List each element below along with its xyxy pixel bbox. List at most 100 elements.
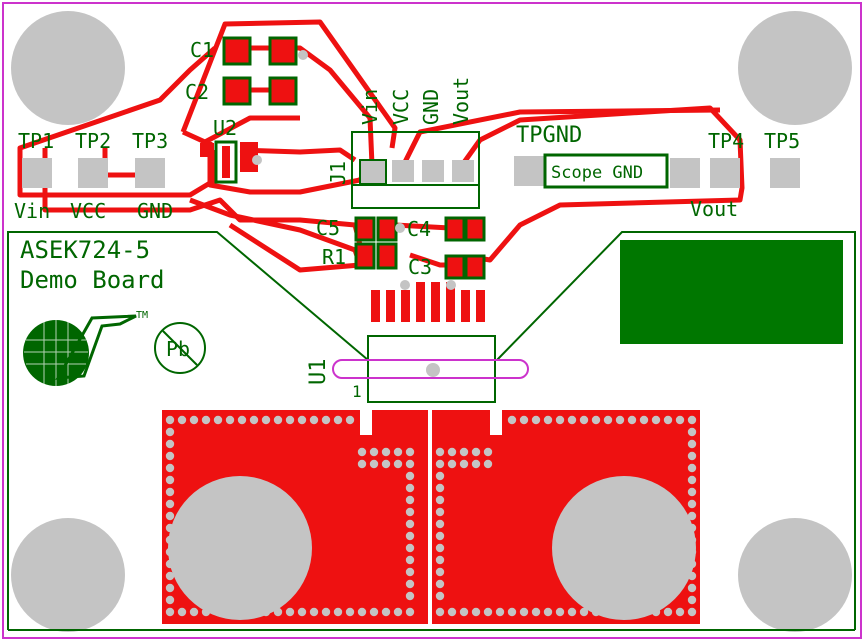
plane-via [405,543,415,553]
plane-via [405,471,415,481]
plane-via [639,415,649,425]
j1-label: J1 [326,161,350,185]
c4-label: C4 [407,217,431,241]
plane-via [393,447,403,457]
plane-via [507,415,517,425]
plane-via [189,415,199,425]
gnd-bottom-label: GND [137,199,173,223]
tp5-label: TP5 [764,129,800,153]
plane-via [369,447,379,457]
plane-via [165,571,175,581]
plane-via [189,607,199,617]
plane-via [321,607,331,617]
tpgnd-label: TPGND [516,123,582,148]
r1-label: R1 [322,245,346,269]
plane-via [687,487,697,497]
mounting-hole-top-right [738,11,852,125]
small-vias [252,50,456,377]
plane-via [651,415,661,425]
plane-via [687,607,697,617]
current-hole-left [168,476,312,620]
plane-via [405,507,415,517]
plane-via [687,451,697,461]
silkscreen-frame [7,231,856,631]
plane-via [687,463,697,473]
plane-via [435,471,445,481]
plane-via [369,459,379,469]
plane-via [579,607,589,617]
plane-via [435,519,445,529]
plane-via [165,427,175,437]
scope-gnd-label: Scope GND [551,163,643,183]
lead-free-icon: Pb [154,322,206,374]
tp2-label: TP2 [75,129,111,153]
plane-via [543,607,553,617]
plane-via [405,519,415,529]
plane-via [225,415,235,425]
vcc-top-label: VCC [389,89,413,125]
pin1-label: 1 [352,382,362,401]
plane-via [435,543,445,553]
plane-via [555,415,565,425]
pb-label: Pb [166,337,190,361]
plane-via [687,583,697,593]
plane-via [483,607,493,617]
plane-via [405,531,415,541]
plane-via [435,459,445,469]
plane-via [447,447,457,457]
mounting-hole-top-left [11,11,125,125]
company-logo: TM [23,310,148,386]
board-title-line1: ASEK724-5 [20,236,150,264]
plane-vias [165,415,697,617]
plane-via [687,499,697,509]
plane-via [405,447,415,457]
plane-via [567,415,577,425]
plane-via [555,607,565,617]
copper-traces [17,19,745,273]
vout-top-label: Vout [449,77,473,125]
plane-via [471,459,481,469]
plane-via [381,459,391,469]
c2-label: C2 [185,80,209,104]
plane-via [435,531,445,541]
plane-via [483,447,493,457]
u2-regulator [200,140,258,184]
plane-via [177,607,187,617]
plane-via [435,579,445,589]
plane-via [237,415,247,425]
plane-via [663,607,673,617]
plane-via [687,427,697,437]
plane-via [531,607,541,617]
plane-via [393,607,403,617]
plane-via [357,607,367,617]
plane-via [333,607,343,617]
silkscreen-text: C1 C2 U2 C5 R1 C4 C3 TP1 TP2 TP3 TP4 TP5… [14,38,800,401]
gnd-top-label: GND [419,89,443,125]
plane-via [165,487,175,497]
plane-via [543,415,553,425]
vin-top-label: Vin [358,89,382,125]
plane-via [405,483,415,493]
u1-label: U1 [306,359,331,386]
plane-via [297,607,307,617]
plane-via [435,447,445,457]
plane-via [405,459,415,469]
plane-via [165,607,175,617]
plane-via [519,607,529,617]
smd-footprints [222,36,486,280]
plane-via [405,607,415,617]
vin-bottom-label: Vin [14,199,50,223]
plane-via [309,415,319,425]
plane-via [405,495,415,505]
test-point-pads [22,156,800,188]
board-title-line2: Demo Board [20,266,165,294]
plane-via [435,507,445,517]
copper-fill-block [620,240,843,344]
plane-via [435,495,445,505]
plane-via [531,415,541,425]
plane-via [333,415,343,425]
plane-via [687,511,697,521]
plane-via [165,451,175,461]
mounting-hole-bottom-right [738,518,852,632]
plane-via [165,583,175,593]
